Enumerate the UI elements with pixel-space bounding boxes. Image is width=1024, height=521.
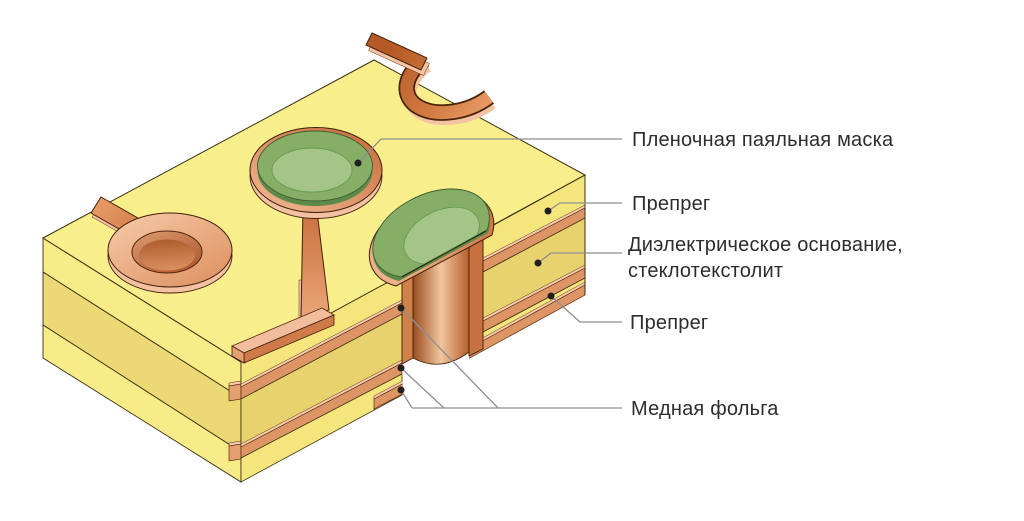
board-front-face-right — [465, 174, 586, 361]
leader-foil-1 — [400, 307, 499, 409]
leader-foil-3 — [400, 389, 413, 409]
labels: Пленочная паяльная маска Препрег Диэлект… — [628, 129, 903, 420]
dot-dielectric — [534, 259, 542, 267]
dot-prepreg-bottom — [547, 292, 555, 300]
via-wall-left — [401, 270, 414, 365]
pad-left-hole-depth — [139, 239, 195, 271]
copper-pad-left — [90, 196, 233, 294]
leader-lines — [357, 138, 622, 409]
leader-solder-mask — [357, 138, 622, 164]
label-dielectric-line1: Диэлектрическое основание, — [628, 234, 903, 256]
dot-foil-2 — [397, 364, 405, 372]
copper-trace-arc — [365, 32, 496, 126]
dot-solder-mask — [354, 159, 362, 167]
label-dielectric-line2: стеклотекстолит — [628, 260, 783, 282]
edge-bar-end — [231, 345, 245, 364]
cap-cut-edge — [401, 230, 487, 278]
drill-hole-void — [402, 352, 472, 420]
copper-trace-center — [298, 205, 330, 325]
front-prepreg-bottom — [240, 373, 403, 483]
label-solder-mask: Пленочная паяльная маска — [632, 129, 894, 151]
leader-prepreg-bottom — [550, 295, 622, 323]
via-wall-right — [468, 232, 484, 357]
leader-dots — [354, 159, 555, 394]
copper-edge-bar — [231, 307, 335, 364]
copper-tab-1-face — [228, 383, 242, 402]
dot-foil-1 — [397, 304, 405, 312]
via-cutaway — [401, 232, 484, 420]
via-mask-cap — [368, 188, 495, 287]
solder-mask-pad — [249, 127, 383, 219]
arc-trace — [365, 32, 428, 71]
label-copper-foil: Медная фольга — [631, 398, 779, 420]
leader-dielectric — [537, 252, 622, 264]
cap-green-inner — [403, 206, 480, 265]
arc-copper — [400, 54, 493, 120]
label-prepreg-top: Препрег — [632, 193, 710, 215]
board-left-face — [42, 237, 242, 483]
leader-prepreg-top — [547, 202, 622, 212]
copper-tab-2-face — [228, 443, 242, 462]
leader-foil-2 — [400, 367, 445, 409]
dot-foil-3 — [397, 386, 405, 394]
mask-disc-inner — [271, 147, 353, 193]
dot-prepreg-top — [544, 207, 552, 215]
label-prepreg-bottom: Препрег — [630, 312, 708, 334]
